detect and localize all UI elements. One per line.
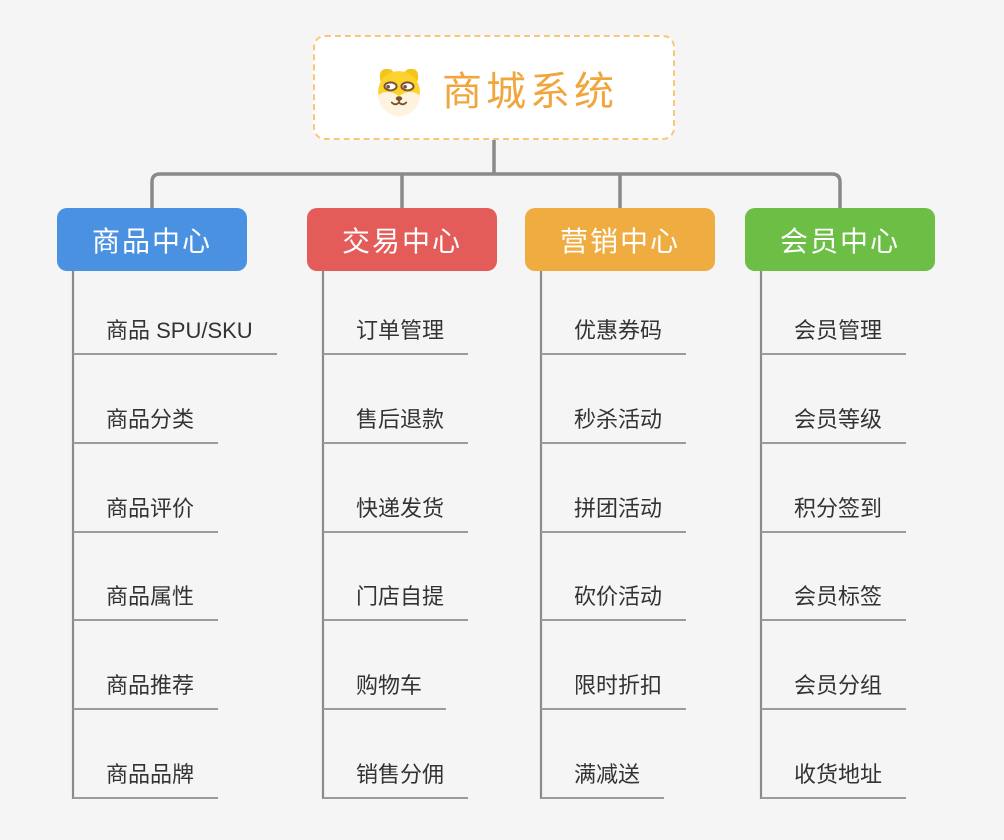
mindmap-item[interactable]: 积分签到 xyxy=(761,491,907,533)
mindmap-item[interactable]: 门店自提 xyxy=(323,579,469,621)
branch-label: 交易中心 xyxy=(341,225,462,257)
branch-label: 商品中心 xyxy=(91,225,212,257)
mindmap-item[interactable]: 砍价活动 xyxy=(541,579,687,621)
branch-header-4[interactable]: 会员中心 xyxy=(745,208,935,271)
connector-path xyxy=(150,172,842,208)
branch-label: 营销中心 xyxy=(559,225,680,257)
mindmap-item[interactable]: 商品推荐 xyxy=(73,668,219,710)
branch-header-3[interactable]: 营销中心 xyxy=(525,208,715,271)
mindmap-item[interactable]: 会员分组 xyxy=(761,668,907,710)
mindmap-item[interactable]: 快递发货 xyxy=(323,491,469,533)
mindmap-item[interactable]: 拼团活动 xyxy=(541,491,687,533)
mindmap-item[interactable]: 商品评价 xyxy=(73,491,219,533)
mindmap-item[interactable]: 售后退款 xyxy=(323,402,469,444)
mindmap-item[interactable]: 会员标签 xyxy=(761,579,907,621)
mindmap-item[interactable]: 商品分类 xyxy=(73,402,219,444)
mindmap-item[interactable]: 商品属性 xyxy=(73,579,219,621)
mindmap-item[interactable]: 满减送 xyxy=(541,757,665,799)
branch-label: 会员中心 xyxy=(779,225,900,257)
branch-header-1[interactable]: 商品中心 xyxy=(57,208,247,271)
mindmap-item[interactable]: 订单管理 xyxy=(323,313,469,355)
branch-header-2[interactable]: 交易中心 xyxy=(307,208,497,271)
mindmap-item[interactable]: 限时折扣 xyxy=(541,668,687,710)
mindmap-item[interactable]: 购物车 xyxy=(323,668,447,710)
mindmap-item[interactable]: 会员等级 xyxy=(761,402,907,444)
mindmap-item[interactable]: 销售分佣 xyxy=(323,757,469,799)
mindmap-item[interactable]: 优惠券码 xyxy=(541,313,687,355)
mindmap-item[interactable]: 商品品牌 xyxy=(73,757,219,799)
root-title: 商城系统 xyxy=(442,69,618,114)
root-node[interactable]: 商城系统 xyxy=(313,35,675,140)
doge-icon-svg xyxy=(378,68,420,116)
mindmap-item[interactable]: 收货地址 xyxy=(761,757,907,799)
mindmap-item[interactable]: 商品 SPU/SKU xyxy=(73,313,277,355)
mindmap-item[interactable]: 秒杀活动 xyxy=(541,402,687,444)
doge-icon xyxy=(370,59,428,117)
mindmap-item[interactable]: 会员管理 xyxy=(761,313,907,355)
